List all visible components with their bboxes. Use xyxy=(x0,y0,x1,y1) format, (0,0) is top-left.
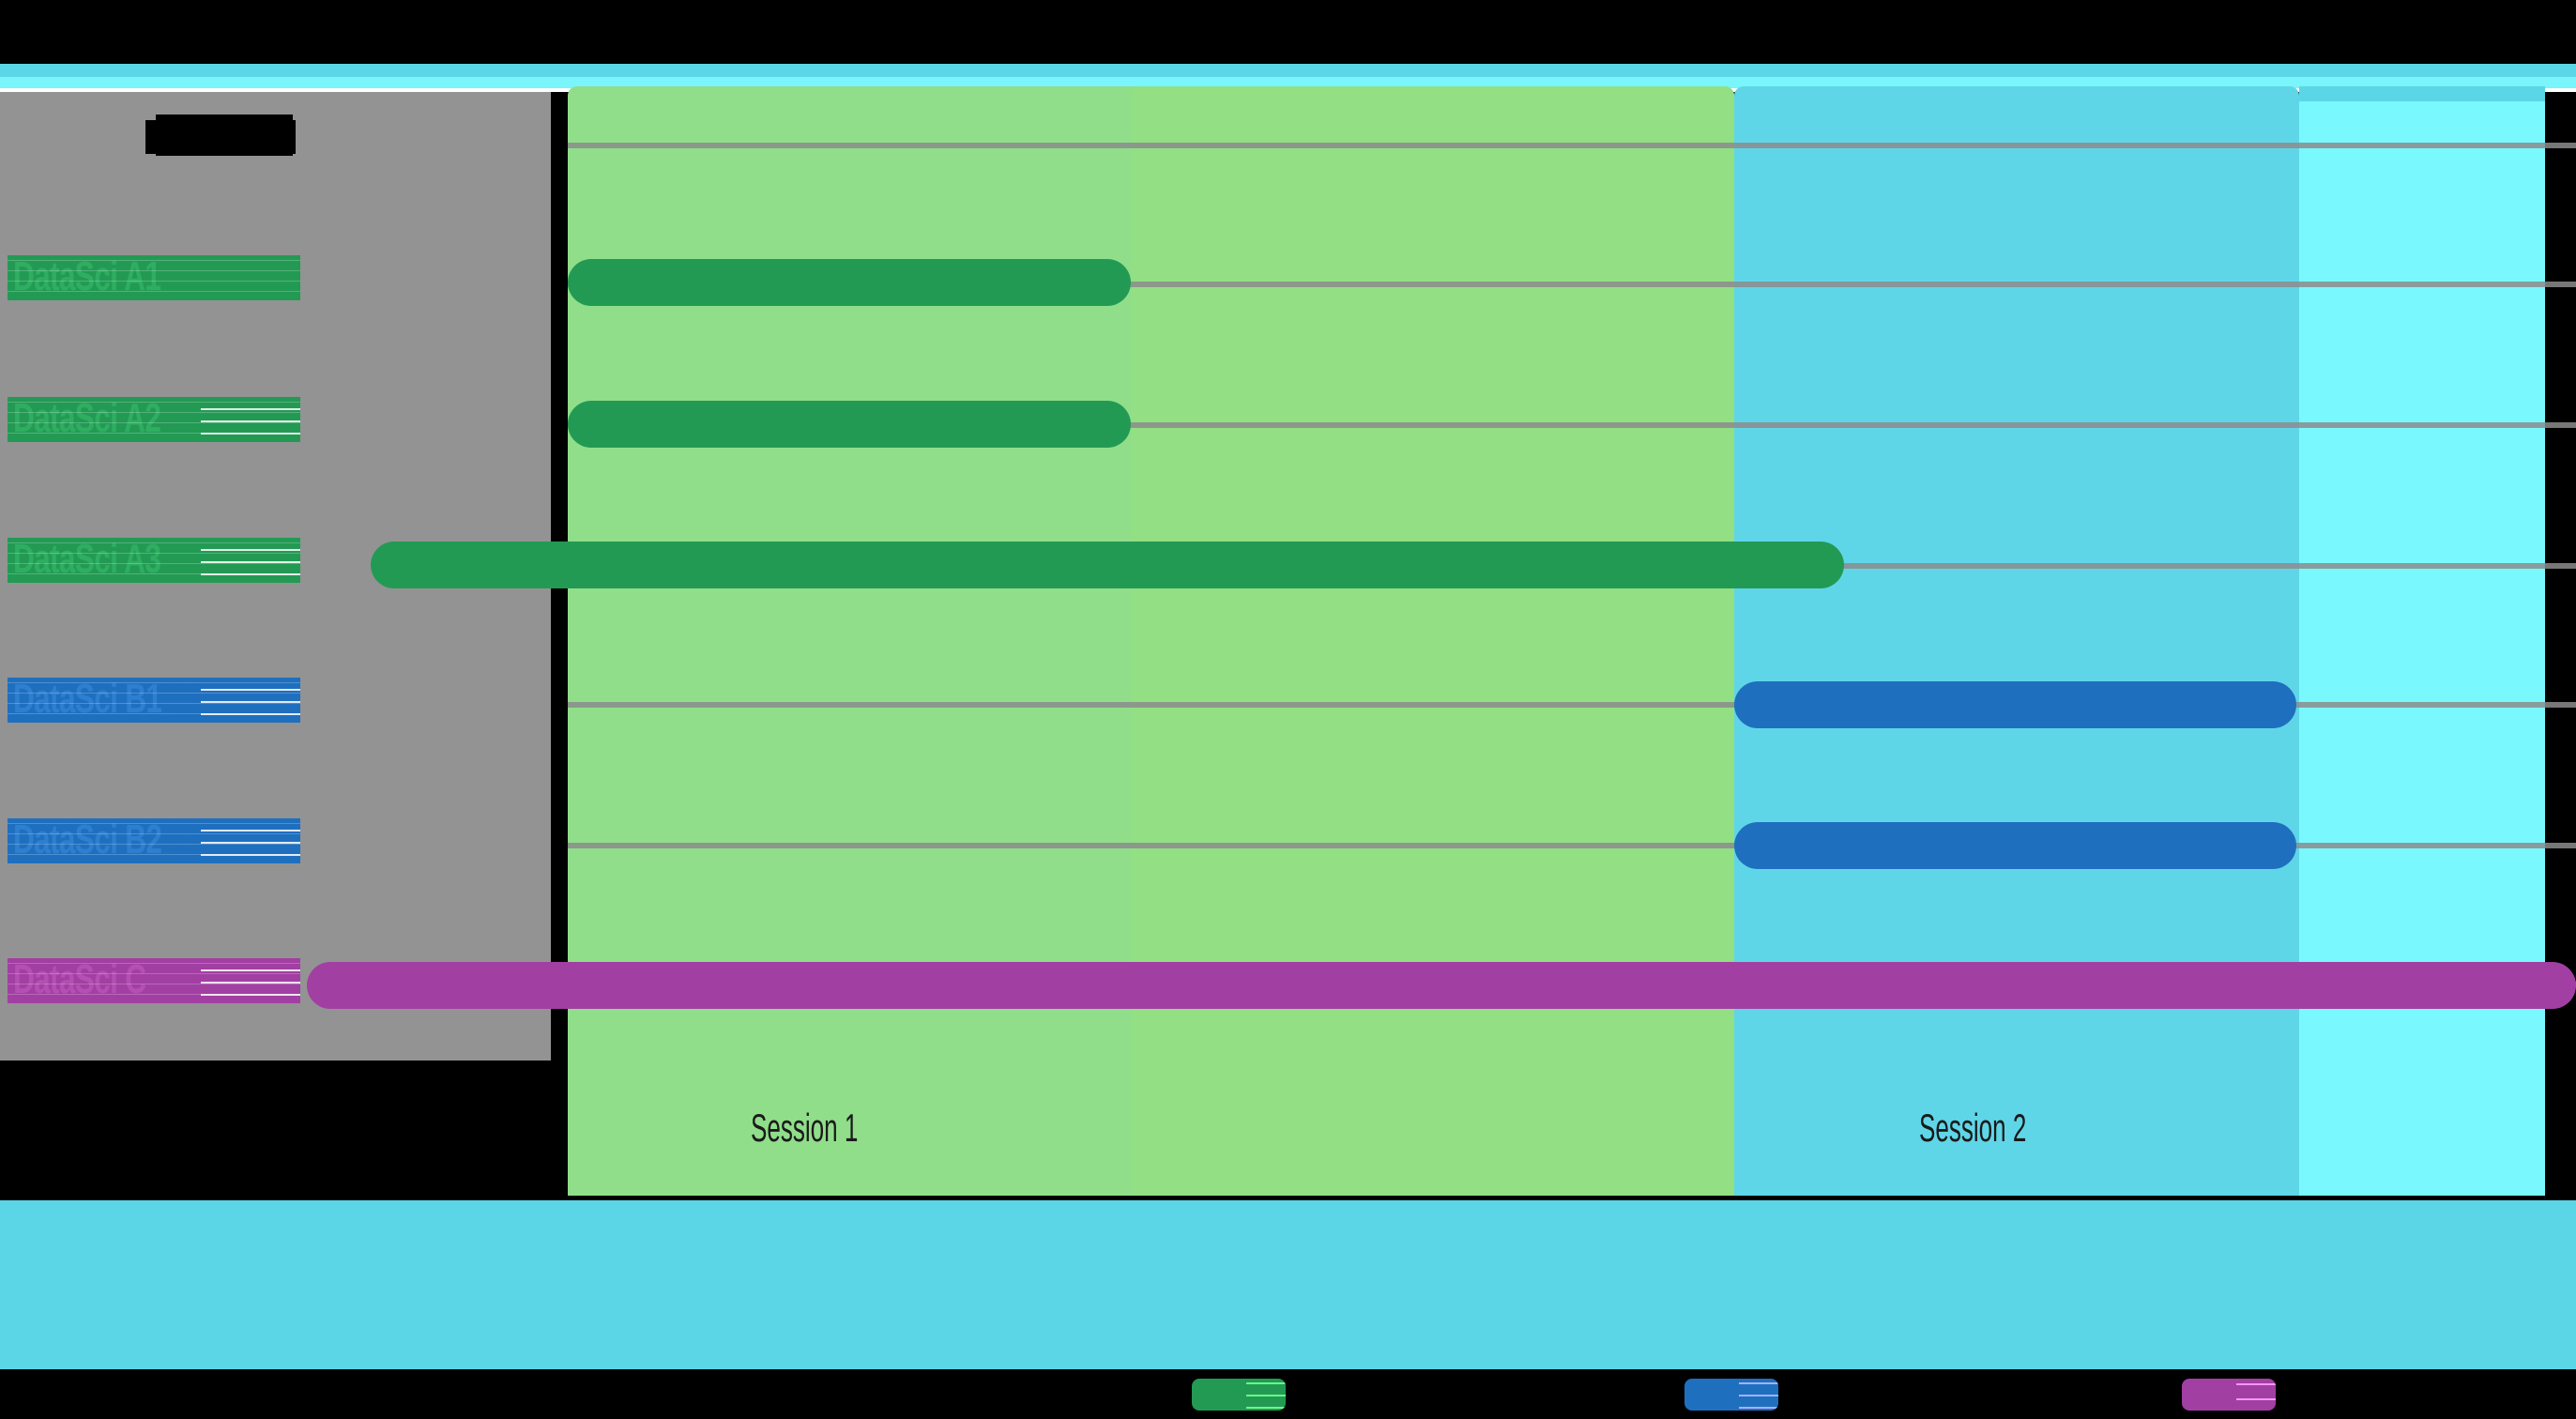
y-axis-label-datasci-c[interactable]: DataSci C xyxy=(8,958,300,1003)
y-axis-label-text: DataSci C xyxy=(13,958,146,1002)
y-axis-label-datasci-b1[interactable]: DataSci B1 xyxy=(8,678,300,723)
session-band-tail xyxy=(2299,86,2545,1196)
y-axis-label-text: DataSci A2 xyxy=(13,397,161,441)
legend-swatch-green xyxy=(1192,1379,1286,1411)
chart-title-redacted-shadow xyxy=(145,120,296,154)
legend-swatch-blue xyxy=(1684,1379,1778,1411)
top-strip-secondary xyxy=(0,77,2576,88)
top-strip-primary xyxy=(0,64,2576,77)
legend-swatch-magenta xyxy=(2182,1379,2276,1411)
y-axis-label-datasci-a1[interactable]: DataSci A1 xyxy=(8,255,300,300)
y-axis-label-datasci-a2[interactable]: DataSci A2 xyxy=(8,397,300,442)
session-band-2 xyxy=(1734,86,2299,1196)
gridline-row-4 xyxy=(568,702,2576,708)
task-bar-datasci-b1[interactable] xyxy=(1734,681,2296,728)
session-band-1-label: Session 1 xyxy=(751,1106,859,1150)
task-bar-datasci-c[interactable] xyxy=(307,962,2576,1009)
session-band-2-label: Session 2 xyxy=(1919,1106,2027,1150)
chart-legend xyxy=(0,1369,2576,1419)
y-axis-label-datasci-a3[interactable]: DataSci A3 xyxy=(8,538,300,583)
gridline-row-1 xyxy=(568,282,2576,287)
task-bar-datasci-a3[interactable] xyxy=(371,542,1844,588)
session-band-1-half xyxy=(1131,86,1734,1196)
session-band-tail-cap xyxy=(2299,86,2545,101)
task-bar-datasci-b2[interactable] xyxy=(1734,822,2296,869)
glitch-scanlines-bright xyxy=(200,826,300,858)
glitch-scanlines-bright xyxy=(200,545,300,577)
glitch-scanlines-bright xyxy=(200,404,300,436)
y-axis-label-text: DataSci A1 xyxy=(13,255,161,299)
glitch-scanlines-bright xyxy=(200,685,300,717)
y-axis-label-datasci-b2[interactable]: DataSci B2 xyxy=(8,818,300,863)
gridline-row-5 xyxy=(568,843,2576,848)
task-bar-datasci-a2[interactable] xyxy=(568,401,1131,448)
y-axis-label-text: DataSci B1 xyxy=(13,678,162,722)
gridline-row-2 xyxy=(568,422,2576,428)
footer-band xyxy=(0,1200,2576,1369)
glitch-scanlines-bright xyxy=(200,966,300,998)
task-bar-datasci-a1[interactable] xyxy=(568,259,1131,306)
y-axis-label-text: DataSci A3 xyxy=(13,538,161,582)
gridline-row-0 xyxy=(568,143,2576,148)
y-axis-label-text: DataSci B2 xyxy=(13,818,162,862)
